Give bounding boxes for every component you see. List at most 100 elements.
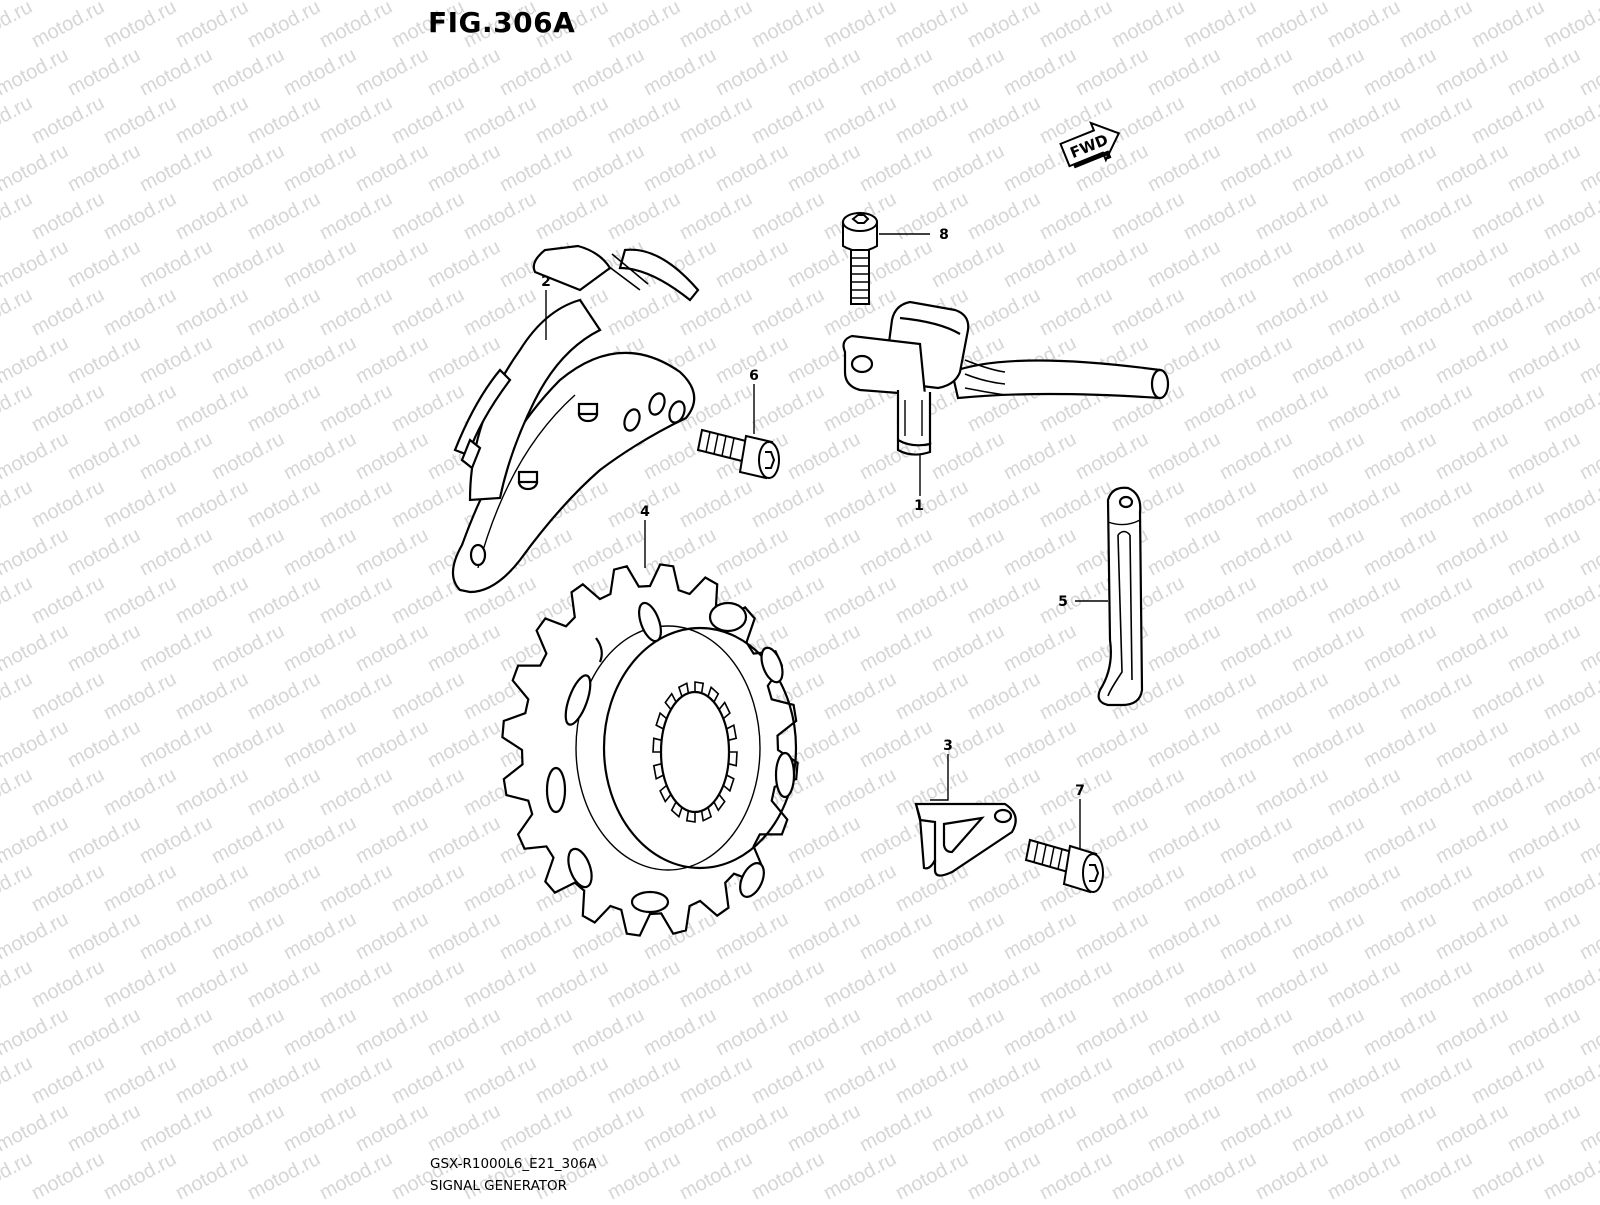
- watermark-text: motod.ru: [64, 524, 144, 580]
- watermark-text: motod.ru: [0, 1148, 36, 1200]
- watermark-text: motod.ru: [1252, 92, 1332, 148]
- watermark-text: motod.ru: [604, 188, 684, 244]
- watermark-text: motod.ru: [280, 812, 360, 868]
- watermark-text: motod.ru: [1540, 668, 1600, 724]
- watermark-text: motod.ru: [244, 284, 324, 340]
- watermark-text: motod.ru: [604, 1148, 684, 1200]
- watermark-text: motod.ru: [0, 1100, 72, 1156]
- watermark-text: motod.ru: [64, 908, 144, 964]
- watermark-text: motod.ru: [1504, 620, 1584, 676]
- watermark-text: motod.ru: [28, 92, 108, 148]
- watermark-text: motod.ru: [1576, 716, 1600, 772]
- callout-6: 6: [749, 368, 759, 384]
- watermark-text: motod.ru: [928, 908, 1008, 964]
- watermark-text: motod.ru: [712, 908, 792, 964]
- watermark-text: motod.ru: [316, 668, 396, 724]
- watermark-text: motod.ru: [352, 236, 432, 292]
- watermark-text: motod.ru: [928, 0, 1008, 4]
- watermark-text: motod.ru: [1216, 524, 1296, 580]
- watermark-text: motod.ru: [100, 188, 180, 244]
- watermark-text: motod.ru: [496, 908, 576, 964]
- watermark-text: motod.ru: [1396, 476, 1476, 532]
- watermark-text: motod.ru: [0, 716, 72, 772]
- watermark-text: motod.ru: [1288, 716, 1368, 772]
- watermark-text: motod.ru: [244, 380, 324, 436]
- watermark-text: motod.ru: [1360, 908, 1440, 964]
- watermark-text: motod.ru: [604, 0, 684, 52]
- watermark-text: motod.ru: [964, 284, 1044, 340]
- watermark-text: motod.ru: [892, 0, 972, 52]
- watermark-text: motod.ru: [1324, 380, 1404, 436]
- watermark-text: motod.ru: [784, 428, 864, 484]
- watermark-text: motod.ru: [1360, 140, 1440, 196]
- watermark-text: motod.ru: [208, 908, 288, 964]
- watermark-text: motod.ru: [1072, 236, 1152, 292]
- watermark-text: motod.ru: [1180, 860, 1260, 916]
- watermark-text: motod.ru: [28, 956, 108, 1012]
- watermark-text: motod.ru: [1036, 1052, 1116, 1108]
- watermark-text: motod.ru: [388, 476, 468, 532]
- watermark-text: motod.ru: [1108, 188, 1188, 244]
- watermark-text: motod.ru: [100, 956, 180, 1012]
- watermark-text: motod.ru: [1144, 1100, 1224, 1156]
- watermark-text: motod.ru: [712, 44, 792, 100]
- watermark-text: motod.ru: [1216, 716, 1296, 772]
- watermark-text: motod.ru: [28, 284, 108, 340]
- watermark-text: motod.ru: [1108, 764, 1188, 820]
- watermark-text: motod.ru: [172, 1052, 252, 1108]
- watermark-text: motod.ru: [784, 812, 864, 868]
- watermark-text: motod.ru: [244, 0, 324, 52]
- watermark-text: motod.ru: [532, 956, 612, 1012]
- watermark-text: motod.ru: [784, 908, 864, 964]
- watermark-text: motod.ru: [136, 524, 216, 580]
- figure-code: GSX-R1000L6_E21_306A: [430, 1156, 597, 1172]
- watermark-text: motod.ru: [316, 860, 396, 916]
- watermark-text: motod.ru: [64, 428, 144, 484]
- watermark-text: motod.ru: [1396, 92, 1476, 148]
- watermark-text: motod.ru: [172, 956, 252, 1012]
- watermark-text: motod.ru: [28, 188, 108, 244]
- watermark-text: motod.ru: [244, 1052, 324, 1108]
- watermark-text: motod.ru: [172, 764, 252, 820]
- watermark-text: motod.ru: [820, 1148, 900, 1200]
- watermark-text: motod.ru: [928, 44, 1008, 100]
- watermark-text: motod.ru: [0, 428, 72, 484]
- watermark-text: motod.ru: [280, 44, 360, 100]
- watermark-text: motod.ru: [1216, 620, 1296, 676]
- watermark-text: motod.ru: [964, 188, 1044, 244]
- watermark-text: motod.ru: [1396, 0, 1476, 52]
- watermark-text: motod.ru: [100, 572, 180, 628]
- watermark-text: motod.ru: [172, 0, 252, 52]
- watermark-text: motod.ru: [28, 1148, 108, 1200]
- watermark-text: motod.ru: [712, 0, 792, 4]
- callout-5: 5: [1058, 594, 1068, 610]
- watermark-text: motod.ru: [1000, 716, 1080, 772]
- watermark-text: motod.ru: [1504, 0, 1584, 4]
- watermark-text: motod.ru: [928, 1004, 1008, 1060]
- watermark-text: motod.ru: [64, 812, 144, 868]
- watermark-text: motod.ru: [1288, 1100, 1368, 1156]
- watermark-text: motod.ru: [1324, 284, 1404, 340]
- watermark-text: motod.ru: [460, 956, 540, 1012]
- watermark-text: motod.ru: [136, 1004, 216, 1060]
- watermark-text: motod.ru: [676, 476, 756, 532]
- watermark-text: motod.ru: [964, 476, 1044, 532]
- watermark-text: motod.ru: [1072, 0, 1152, 4]
- watermark-text: motod.ru: [1396, 188, 1476, 244]
- watermark-text: motod.ru: [1432, 332, 1512, 388]
- watermark-text: motod.ru: [1000, 0, 1080, 4]
- watermark-text: motod.ru: [964, 92, 1044, 148]
- watermark-text: motod.ru: [1504, 44, 1584, 100]
- watermark-text: motod.ru: [244, 956, 324, 1012]
- watermark-text: motod.ru: [1180, 764, 1260, 820]
- watermark-text: motod.ru: [388, 380, 468, 436]
- watermark-text: motod.ru: [388, 1052, 468, 1108]
- watermark-text: motod.ru: [208, 1004, 288, 1060]
- watermark-text: motod.ru: [856, 140, 936, 196]
- watermark-text: motod.ru: [208, 812, 288, 868]
- watermark-text: motod.ru: [136, 620, 216, 676]
- watermark-text: motod.ru: [892, 860, 972, 916]
- watermark-text: motod.ru: [244, 476, 324, 532]
- watermark-text: motod.ru: [1072, 428, 1152, 484]
- watermark-text: motod.ru: [1576, 908, 1600, 964]
